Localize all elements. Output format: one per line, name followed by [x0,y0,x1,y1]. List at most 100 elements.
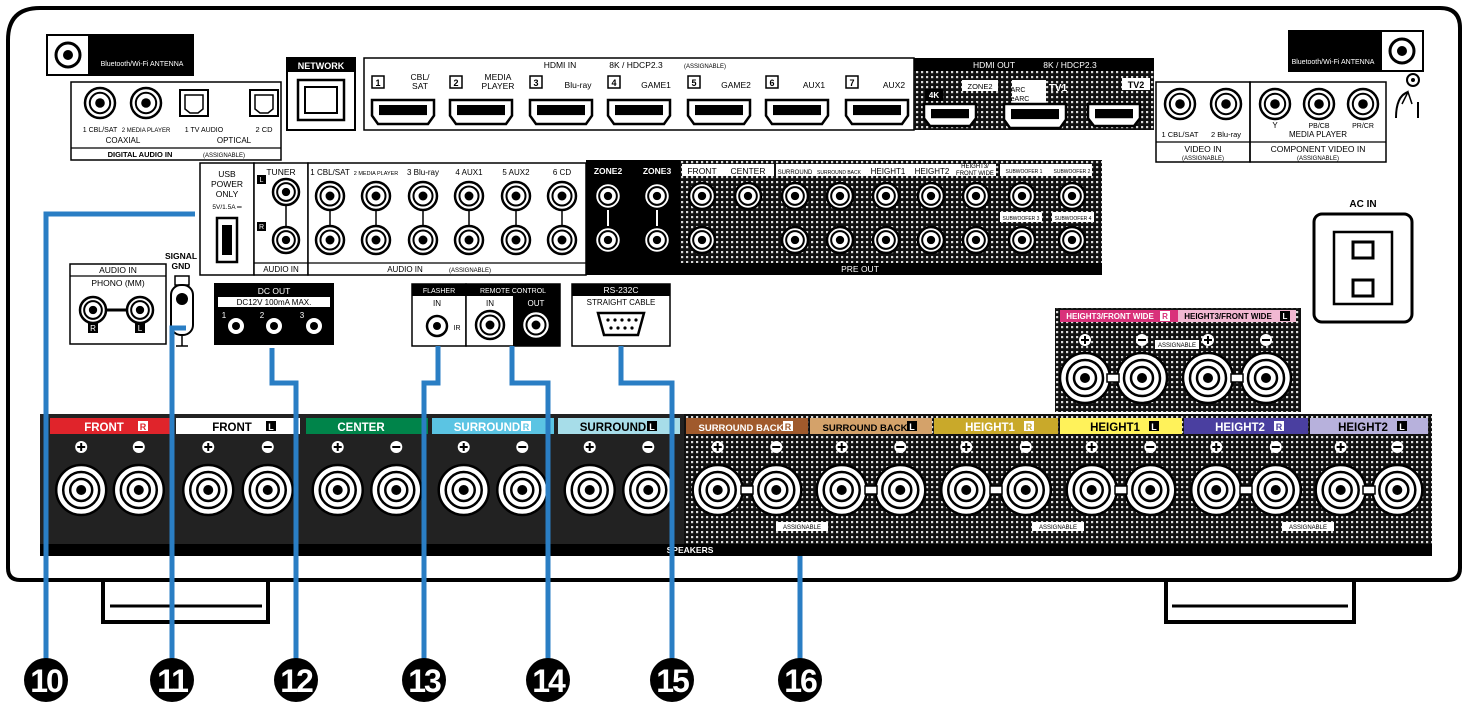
speaker-post-7-minus[interactable] [999,463,1053,517]
pre-out-jack-6-bottom[interactable] [961,225,991,255]
speaker-post-10-minus[interactable] [1371,463,1424,517]
speaker-post-3-minus[interactable] [496,463,549,517]
audio-in-jack-6-l[interactable] [546,180,578,212]
pre-out-sub4-jack[interactable] [1057,225,1087,255]
speaker-post-9-minus[interactable] [1249,463,1303,517]
hdmi-in-port-6[interactable] [764,98,830,126]
audio-in-jack-6-r[interactable] [546,224,578,256]
height3-post-3[interactable] [1181,351,1235,405]
speaker-post-2-plus[interactable] [311,463,364,517]
audio-in-jack-4-r[interactable] [453,224,485,256]
speaker-post-4-minus[interactable] [622,463,675,517]
audio-in-jack-1-l[interactable] [314,180,346,212]
pre-out-zone3-r[interactable] [642,225,672,255]
dc-out-jack-1[interactable] [226,316,246,336]
dc-out-jack-3[interactable] [304,316,324,336]
component-pb-jack[interactable] [1302,87,1336,121]
speaker-post-8-plus[interactable] [1065,463,1118,517]
speaker-post-9-plus[interactable] [1189,463,1243,517]
pre-out-jack-2-bottom[interactable] [780,225,810,255]
audio-in-jack-4-l[interactable] [453,180,485,212]
pre-out-jack-5-top[interactable] [916,181,946,211]
audio-in-jack-2-r[interactable] [360,224,392,256]
hdmi-in-port-5[interactable] [686,98,752,126]
audio-in-jack-5-l[interactable] [500,180,532,212]
speaker-label-3: SURROUND [454,422,520,434]
tuner-r-jack[interactable] [271,225,301,255]
pre-out-jack-6-top[interactable] [961,181,991,211]
pre-out-sub2-jack[interactable] [1057,181,1087,211]
pre-out-jack-2-top[interactable] [780,181,810,211]
digital-audio-assignable: (ASSIGNABLE) [203,153,245,159]
audio-in-jack-3-r[interactable] [407,224,439,256]
signal-gnd[interactable]: SIGNAL GND [165,251,197,347]
audio-in-jack-2-l[interactable] [360,180,392,212]
pre-out-zone3-l[interactable] [642,181,672,211]
pre-out-sub4: SUBWOOFER 4 [1055,216,1092,222]
speaker-post-1-plus[interactable] [181,463,235,517]
remote-in-jack[interactable] [474,309,506,341]
pre-out-jack-3-top[interactable] [825,181,855,211]
audio-in-jack-5-r[interactable] [500,224,532,256]
optical-port-2[interactable] [249,89,279,117]
network-port[interactable]: NETWORK [286,57,356,131]
pre-out-jack-4-bottom[interactable] [871,225,901,255]
speaker-post-7-plus[interactable] [939,463,993,517]
pre-out-jack-4-top[interactable] [871,181,901,211]
hdmi-in-port-7[interactable] [844,98,910,126]
speaker-post-5-plus[interactable] [691,463,744,517]
dc-out-jack-2[interactable] [264,316,284,336]
hdmi-out-zone2-port[interactable] [922,102,978,128]
tuner-l-jack[interactable] [271,177,301,207]
flasher-jack[interactable] [425,314,449,338]
coaxial-jack-1[interactable] [83,86,117,120]
hdmi-in-port-1[interactable] [370,98,436,126]
height3-post-1[interactable] [1058,351,1112,405]
height3-post-2[interactable] [1115,351,1169,405]
component-pr-jack[interactable] [1346,87,1380,121]
speaker-post-0-plus[interactable] [54,463,108,517]
pre-out-center-jack[interactable] [733,181,763,211]
video-in-jack-1[interactable] [1163,87,1197,121]
antenna-left[interactable]: Bluetooth/Wi-Fi ANTENNA [46,34,194,76]
optical-port-1[interactable] [179,89,209,117]
speaker-post-8-minus[interactable] [1124,463,1177,517]
hdmi-in-port-2[interactable] [448,98,514,126]
hdmi-in-port-3[interactable] [528,98,594,126]
usb-port[interactable]: USB POWER ONLY 5V/1.5A ═ [199,162,255,276]
speaker-post-6-minus[interactable] [874,463,927,517]
speaker-post-1-minus[interactable] [241,463,295,517]
pre-out-zone2-r[interactable] [593,225,623,255]
speaker-post-2-minus[interactable] [370,463,423,517]
pre-out-sub3-jack[interactable] [1007,225,1037,255]
rs232c-port[interactable]: RS-232C STRAIGHT CABLE [571,283,671,347]
hdmi-in-port-4[interactable] [606,98,672,126]
component-y-jack[interactable] [1258,87,1292,121]
hdmi-out-tv2-port[interactable] [1086,102,1142,128]
phono-r-jack[interactable] [78,295,108,325]
hdmi-in-label-4: GAME1 [641,80,671,90]
speaker-post-10-plus[interactable] [1314,463,1367,517]
speaker-post-5-minus[interactable] [750,463,803,517]
height3-post-4[interactable] [1239,351,1293,405]
speaker-post-6-plus[interactable] [815,463,868,517]
speaker-post-3-plus[interactable] [437,463,490,517]
audio-in-jack-1-r[interactable] [314,224,346,256]
pre-out-jack-0-top[interactable] [687,181,717,211]
pre-out-zone2-l[interactable] [593,181,623,211]
coaxial-jack-2[interactable] [129,86,163,120]
signal-gnd-line1: SIGNAL [165,251,197,261]
pre-out-jack-0-bottom[interactable] [687,225,717,255]
remote-out-jack[interactable] [520,309,552,341]
antenna-right[interactable]: Bluetooth/Wi-Fi ANTENNA [1288,30,1424,72]
hdmi-out-tv1-port[interactable] [1002,102,1068,130]
speaker-post-0-minus[interactable] [112,463,166,517]
phono-l-jack[interactable] [125,295,155,325]
audio-in-jack-3-l[interactable] [407,180,439,212]
pre-out-sub1-jack[interactable] [1007,181,1037,211]
video-in-jack-2[interactable] [1209,87,1243,121]
pre-out-jack-3-bottom[interactable] [825,225,855,255]
speaker-post-4-plus[interactable] [563,463,616,517]
ac-in[interactable]: AC IN [1312,199,1414,324]
pre-out-jack-5-bottom[interactable] [916,225,946,255]
